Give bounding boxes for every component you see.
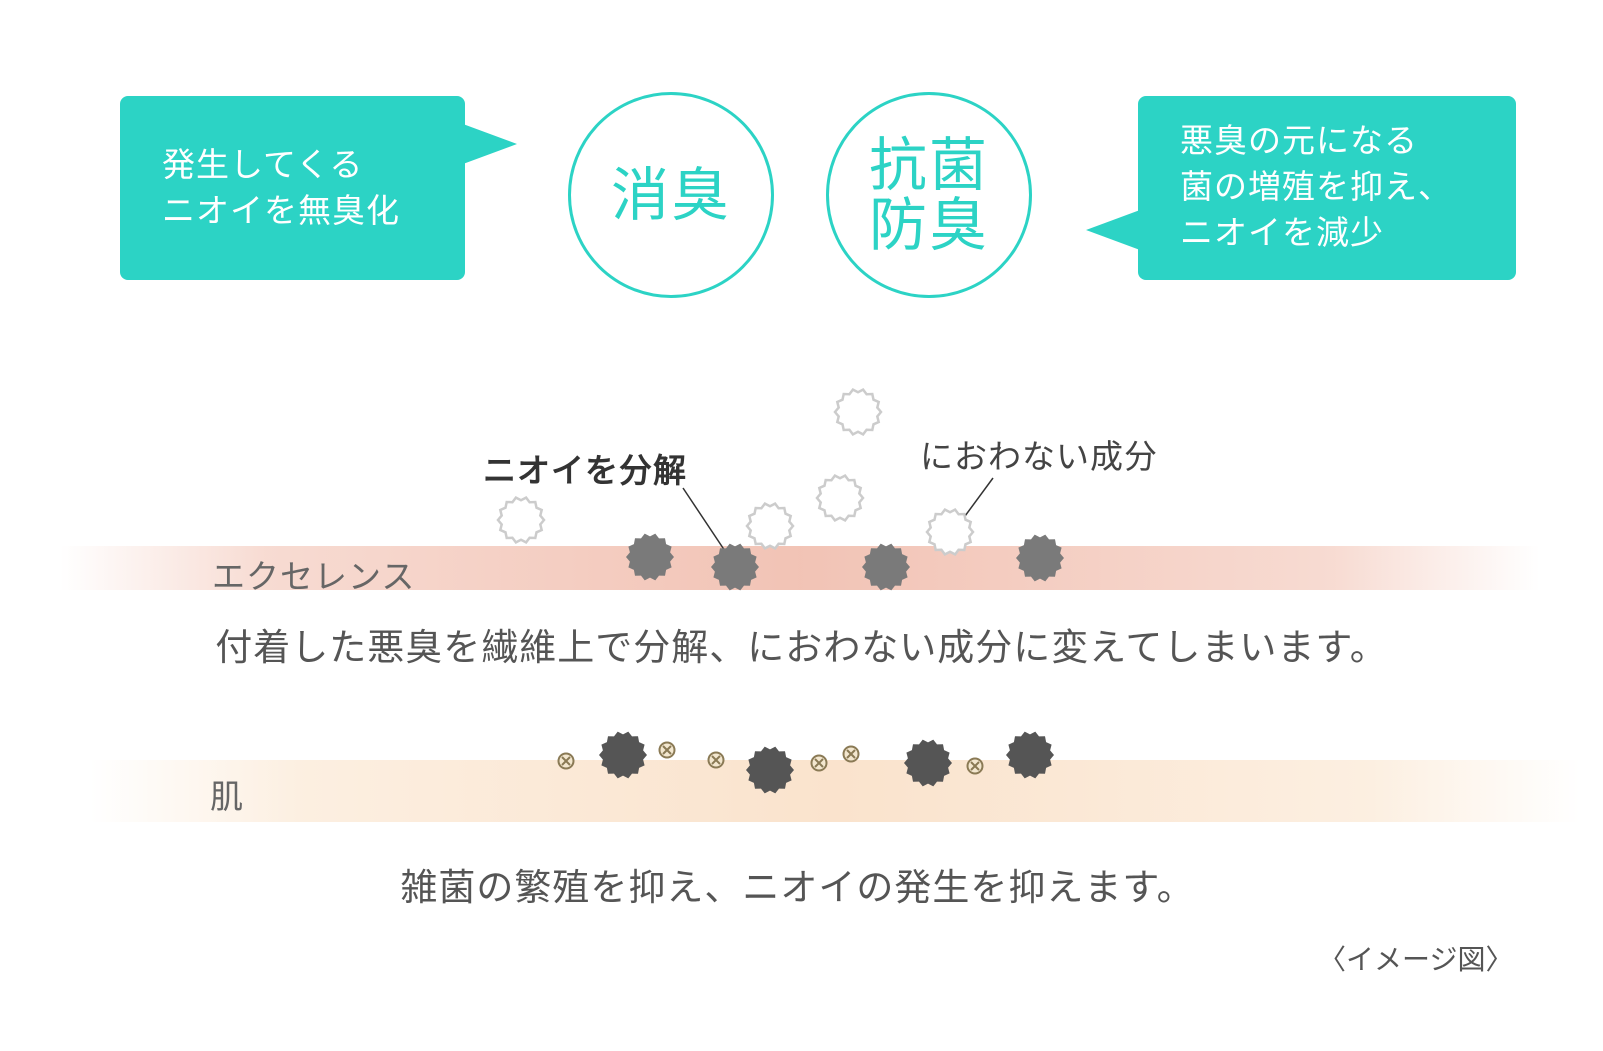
antibacterial-agent-marker: [842, 745, 860, 763]
callout-antibacterial-line2: 菌の増殖を抑え、: [1180, 167, 1452, 206]
antibacterial-agent-marker: [658, 741, 676, 759]
antibacterial-badge-line2: 防臭: [868, 191, 989, 259]
fiber-layer-label: エクセレンス: [212, 557, 416, 596]
bacteria-particle: [599, 731, 647, 779]
skin-layer-band: [90, 760, 1580, 822]
annotation-non-odor: におわない成分: [920, 437, 1158, 476]
deodorize-badge: 消臭: [568, 92, 774, 298]
non-odor-particle: [815, 474, 865, 522]
odor-particle: [862, 543, 910, 591]
callout-antibacterial-pointer: [1086, 210, 1140, 250]
antibacterial-agent-marker: [966, 757, 984, 775]
callout-deodorize-line2: ニオイを無臭化: [162, 191, 400, 230]
particles-group: [496, 388, 1064, 794]
skin-layer-caption: 雑菌の繁殖を抑え、ニオイの発生を抑えます。: [400, 866, 1195, 909]
antibacterial-agent-marker: [810, 754, 828, 772]
odor-particle: [626, 533, 674, 581]
deodorize-badge-text: 消臭: [610, 161, 731, 229]
non-odor-particle: [925, 508, 975, 556]
callout-deodorize: 発生してくる ニオイを無臭化: [120, 96, 465, 280]
antibacterial-badge: 抗菌 防臭: [826, 92, 1032, 298]
callout-antibacterial: 悪臭の元になる 菌の増殖を抑え、 ニオイを減少: [1138, 96, 1516, 280]
antibacterial-badge-line1: 抗菌: [868, 131, 989, 199]
non-odor-particle: [745, 502, 795, 550]
annotation-decompose: ニオイを分解: [483, 451, 687, 490]
image-note: 〈イメージ図〉: [1318, 943, 1514, 976]
non-odor-particle: [496, 496, 546, 544]
antibacterial-agent-marker: [557, 752, 575, 770]
bacteria-particle: [904, 739, 952, 787]
odor-particle: [711, 543, 759, 591]
non-odor-particle: [833, 388, 883, 436]
bacteria-particle: [1006, 731, 1054, 779]
bacteria-particle: [746, 746, 794, 794]
odor-particle: [1016, 534, 1064, 582]
callout-deodorize-pointer: [463, 124, 517, 164]
callout-deodorize-line1: 発生してくる: [162, 145, 364, 184]
callout-antibacterial-line1: 悪臭の元になる: [1180, 121, 1418, 160]
antibacterial-agent-marker: [707, 751, 725, 769]
callout-antibacterial-line3: ニオイを減少: [1180, 213, 1384, 252]
fiber-layer-caption: 付着した悪臭を繊維上で分解、におわない成分に変えてしまいます。: [215, 626, 1388, 669]
fiber-layer-band: [60, 546, 1540, 590]
skin-layer-label: 肌: [210, 777, 244, 816]
